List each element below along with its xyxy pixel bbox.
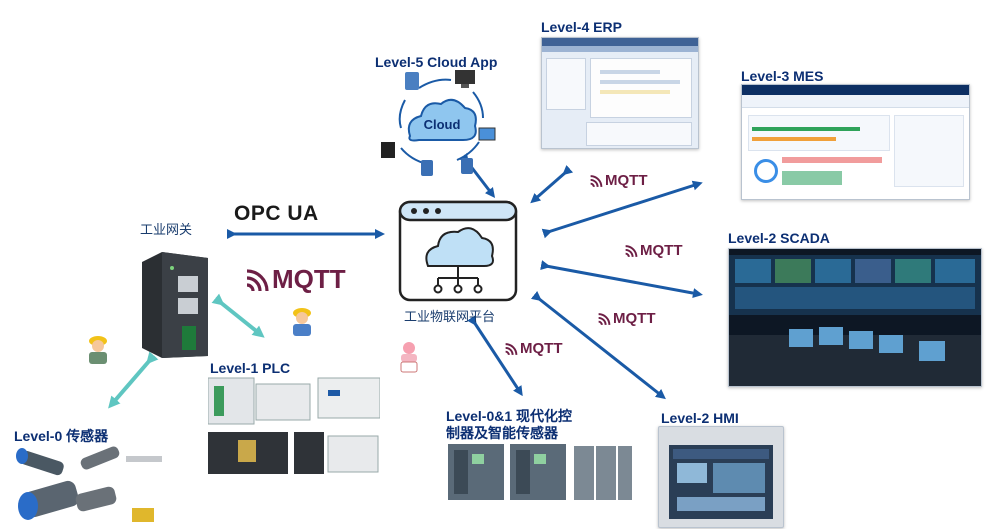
arrow-erp-platform [530,164,574,204]
mqtt-text: MQTT [640,242,683,259]
cloud-app-label: Level-5 Cloud App [375,54,498,70]
mqtt-label-mes: MQTT [589,172,648,189]
mqtt-mark-icon [597,312,611,326]
scada-label: Level-2 SCADA [728,230,830,246]
platform-label: 工业物联网平台 [404,309,496,324]
hmi-touch-panel [658,426,784,528]
arrow-scada-platform [540,260,703,299]
cloud-text: Cloud [424,117,461,132]
mqtt-mark-icon [624,244,638,258]
plc-label: Level-1 PLC [210,360,291,376]
sensors-label: Level-0 传感器 [14,428,109,444]
erp-screenshot [541,37,699,149]
mqtt-logo-large: MQTT [244,264,346,295]
mqtt-mark-icon [244,267,270,293]
arrow-controllers-platform [467,315,523,397]
controller-modules-image [448,444,632,500]
iot-platform-icon [398,200,518,302]
arrow-gateway-plc [211,293,265,338]
erp-label: Level-4 ERP [541,19,622,35]
arrow-hmi-platform [530,290,666,400]
gateway-label: 工业网关 [140,222,193,237]
mqtt-text: MQTT [520,340,563,357]
mqtt-label-controllers: MQTT [504,340,563,357]
mes-label: Level-3 MES [741,68,824,84]
mqtt-text: MQTT [272,264,346,294]
mqtt-text: MQTT [605,172,648,189]
controllers-label-line2: 制器及智能传感器 [446,425,558,441]
mqtt-label-scada: MQTT [624,242,683,259]
sensors-image [16,446,162,522]
mqtt-text: MQTT [613,310,656,327]
gateway-device-image [142,252,208,358]
hmi-label: Level-2 HMI [661,410,739,426]
worker-icon [89,336,107,364]
arrow-gateway-sensors [108,351,159,409]
opcua-logo: OPC UA [234,202,319,225]
worker-icon [293,308,311,336]
engineer-icon [400,342,418,373]
controllers-label-line1: Level-0&1 现代化控 [446,408,573,424]
mqtt-mark-icon [504,342,518,356]
mqtt-mark-icon [589,174,603,188]
plc-hardware-image [208,377,380,474]
cloud-network-icon: Cloud [381,70,496,176]
scada-control-room-photo [728,248,982,387]
arrow-mes-platform [541,180,703,239]
mes-dashboard-screenshot [741,84,970,200]
mqtt-label-hmi: MQTT [597,310,656,327]
